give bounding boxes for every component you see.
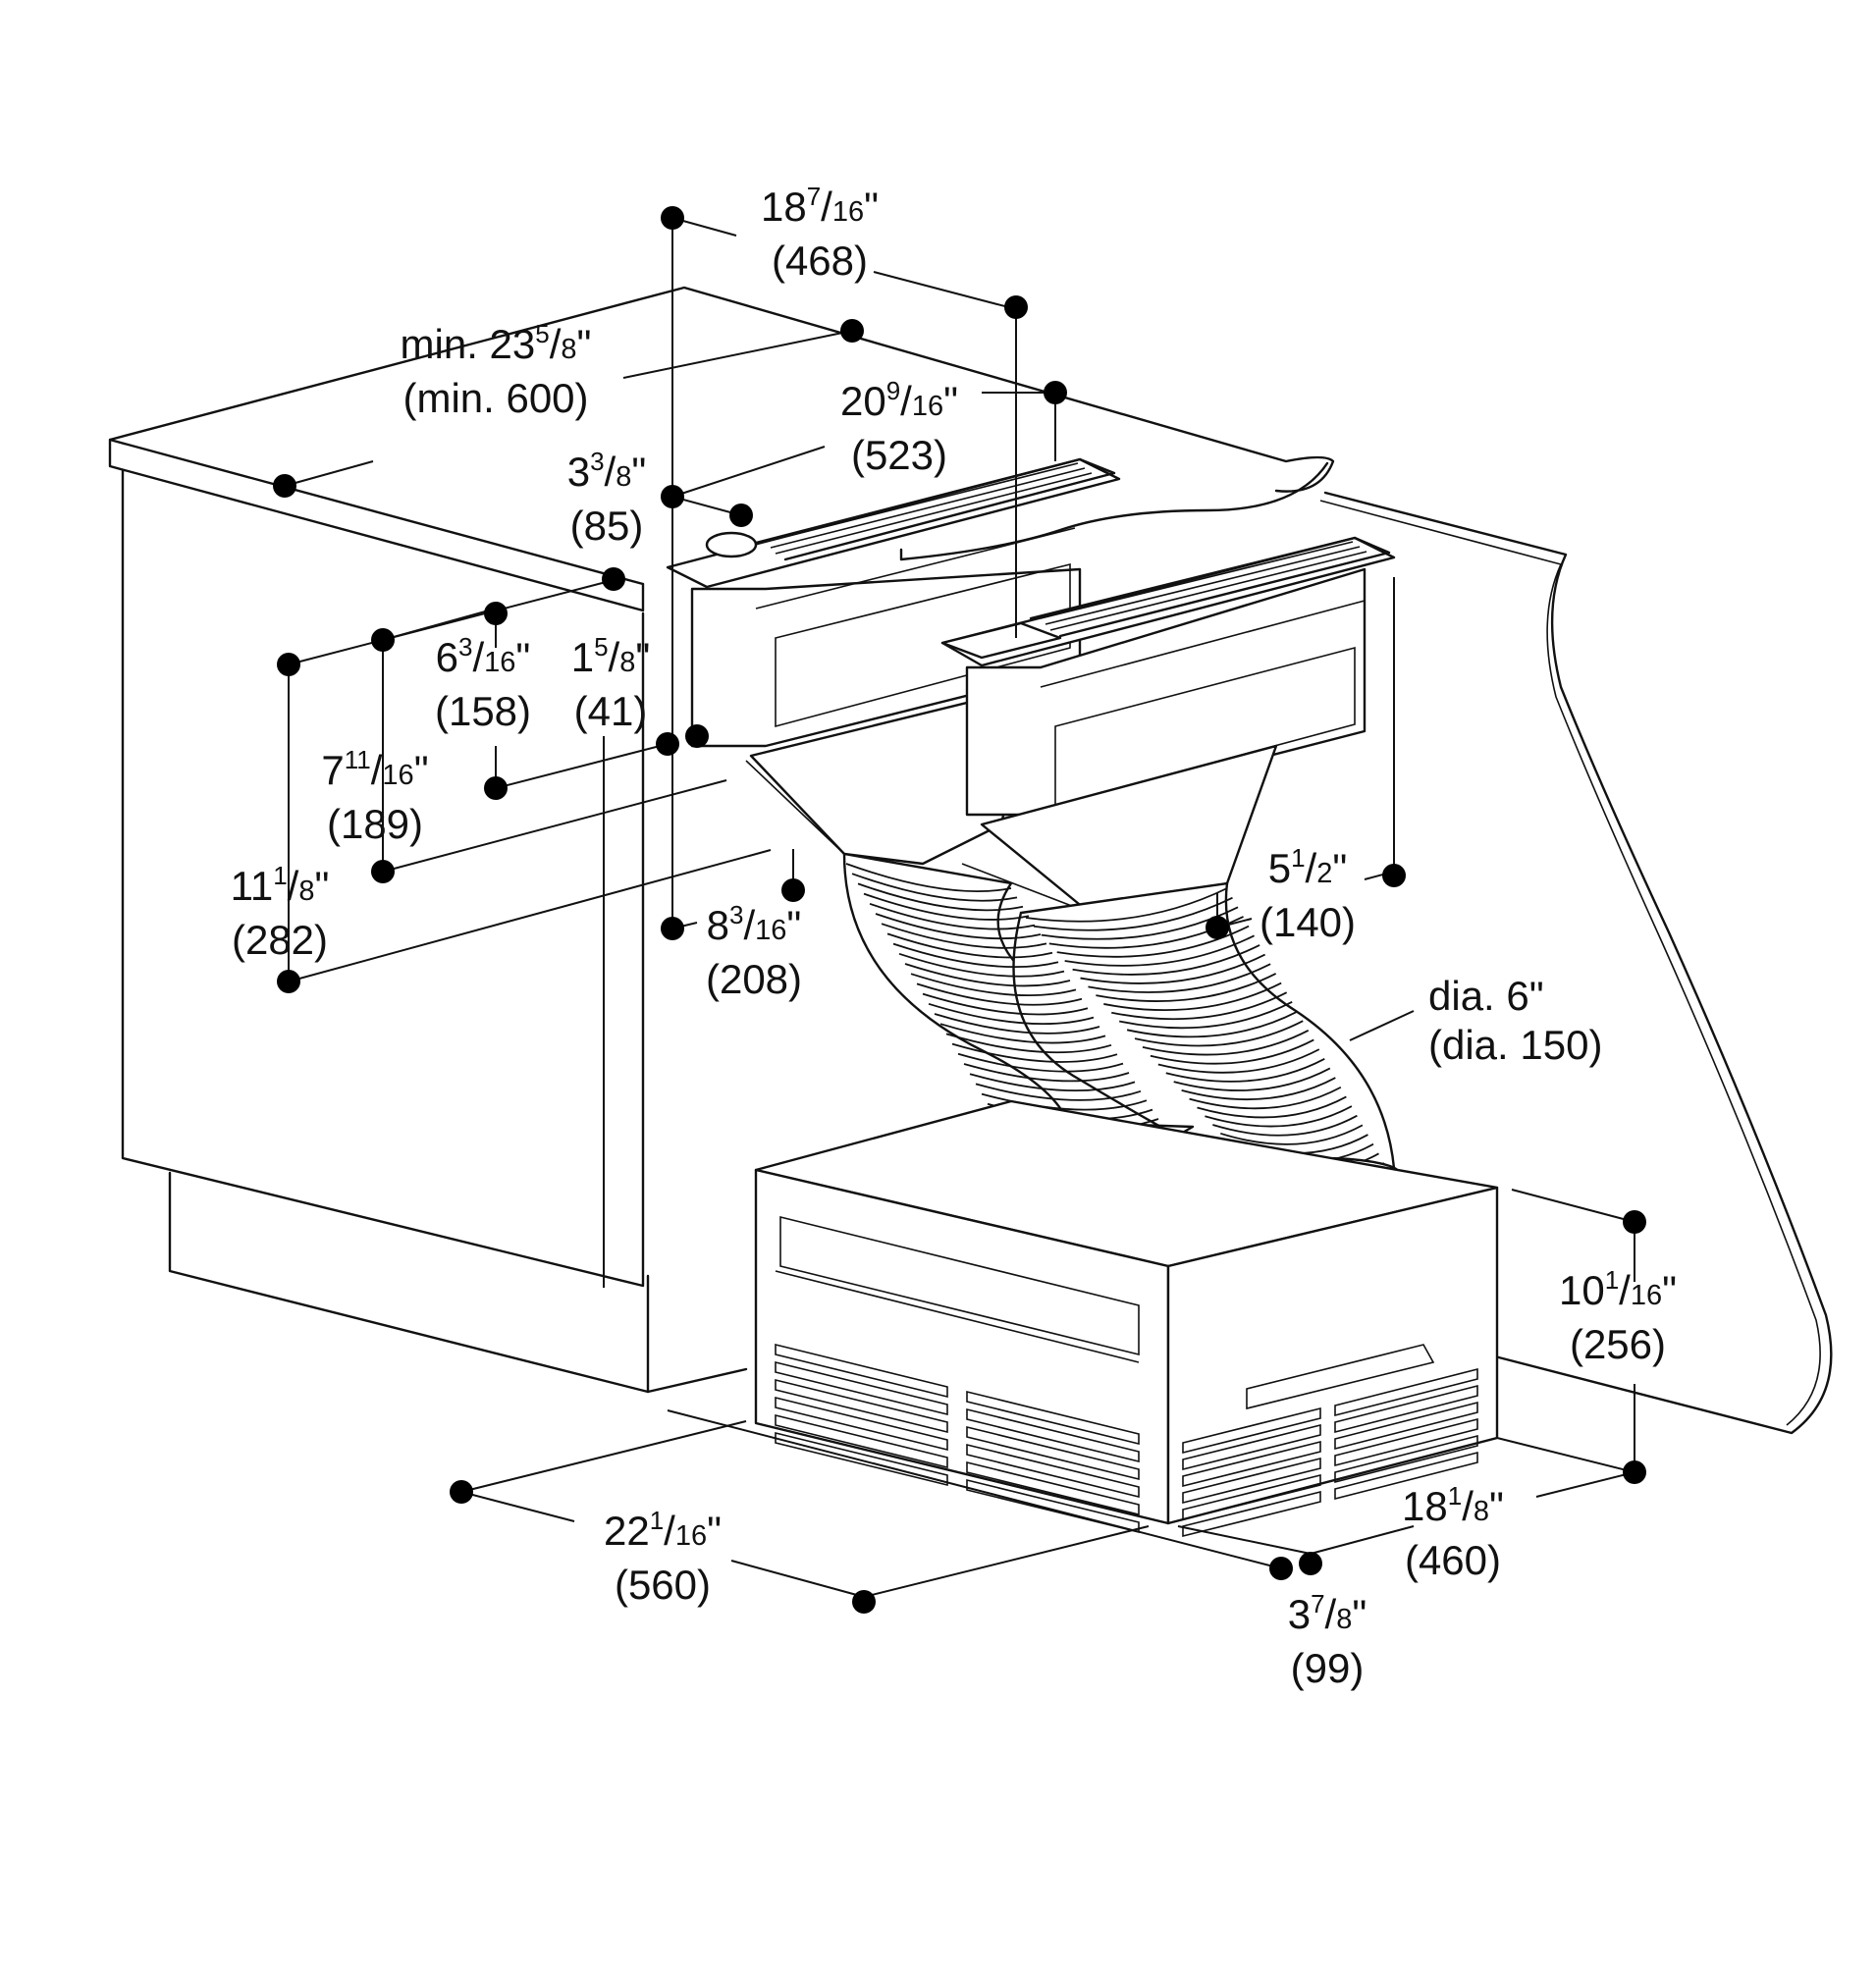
dim-point [852, 1590, 876, 1614]
dim-label-front-offset: 33/8" (85) [566, 447, 647, 549]
dim-point [1269, 1557, 1293, 1580]
dim-point [1004, 295, 1028, 319]
dim-label-counter-depth: min. 235/8" (min. 600) [400, 319, 592, 421]
cabinet [108, 286, 1833, 1435]
dim-label-transition-depth: 83/16" (208) [705, 900, 803, 1002]
dim-point [1382, 864, 1406, 887]
dim-point [685, 724, 709, 748]
dim-point [781, 878, 805, 902]
cabinet-front [121, 469, 645, 1288]
dim-point [1206, 916, 1229, 939]
dim-label-top-width: 187/16" (468) [760, 182, 880, 284]
dim-label-rear-offset: 209/16" (523) [839, 376, 959, 478]
right-vent-unit [940, 536, 1396, 915]
dim-point [729, 504, 753, 527]
dim-point [661, 917, 684, 940]
dim-point [277, 970, 300, 993]
dim-point [1299, 1552, 1322, 1575]
dim-point [840, 319, 864, 343]
dim-label-box-depth: 181/8" (460) [1402, 1481, 1504, 1583]
dim-point [371, 860, 395, 883]
dim-point [1044, 381, 1067, 404]
dim-label-unit-height: 63/16" (158) [434, 632, 532, 734]
dim-label-box-width: 221/16" (560) [603, 1506, 723, 1608]
dim-label-total-height: 111/8" (282) [230, 861, 330, 963]
dim-point [1623, 1210, 1646, 1234]
dimension-points [273, 206, 1646, 1614]
dim-label-lip-height: 15/8" (41) [570, 632, 651, 734]
dim-point [371, 628, 395, 652]
dim-point [661, 206, 684, 230]
dim-point [273, 474, 296, 498]
dim-point [484, 602, 508, 625]
dim-label-box-offset: 37/8" (99) [1287, 1589, 1367, 1691]
dim-point [484, 776, 508, 800]
dim-point [661, 485, 684, 508]
blower-box [754, 1099, 1499, 1538]
dim-label-duct-diameter: dia. 6" (dia. 150) [1428, 973, 1603, 1068]
dim-label-side-offset: 51/2" (140) [1259, 843, 1357, 945]
dim-label-box-height: 101/16" (256) [1558, 1265, 1678, 1367]
dim-point [602, 567, 625, 591]
dim-point [277, 653, 300, 676]
dim-point [1623, 1460, 1646, 1484]
left-vent-unit [666, 457, 1121, 866]
dim-point [656, 732, 679, 756]
dim-label-unit-height-2: 711/16" (189) [321, 745, 429, 847]
dim-point [450, 1480, 473, 1504]
